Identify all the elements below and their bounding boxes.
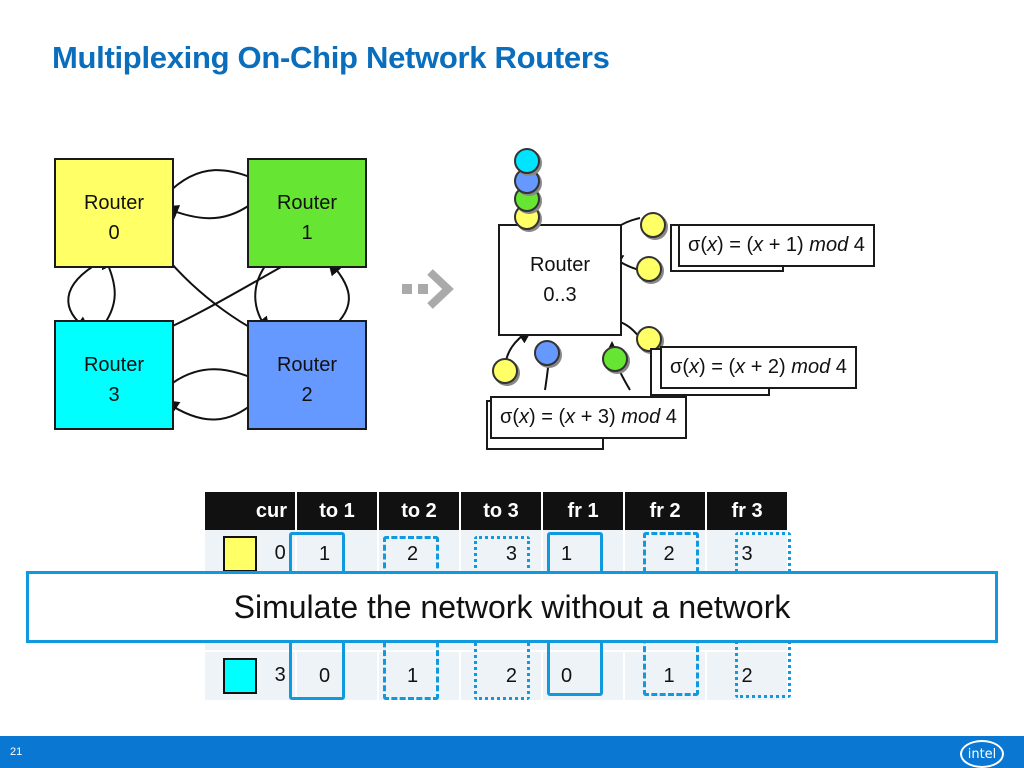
header-cur: cur <box>205 492 297 530</box>
state-ball-green <box>602 346 628 372</box>
perm-2-text: 4 <box>830 356 847 378</box>
multiplexed-router: Router 0..3 <box>498 224 622 336</box>
header-fr-1: fr 1 <box>542 492 625 530</box>
state-ball-yellow <box>640 212 666 238</box>
transform-arrow-icon <box>402 269 454 309</box>
permutation-plus-2: σ(x) = (x + 2) mod 4 <box>660 346 857 389</box>
header-to-1: to 1 <box>296 492 379 530</box>
table-cell: 0 <box>542 651 625 702</box>
perm-1-text: 4 <box>848 234 865 256</box>
perm-2-mod: mod <box>791 356 831 378</box>
state-ball-cyan <box>514 148 540 174</box>
page-number: 21 <box>10 746 23 758</box>
perm-3-var: x <box>565 406 576 428</box>
perm-2-text: σ( <box>670 356 690 378</box>
perm-3-var: x <box>519 406 530 428</box>
perm-3-text: ) = ( <box>529 406 566 428</box>
table-cell: 1 <box>296 530 379 580</box>
router-3-id: 3 <box>108 384 120 406</box>
state-ball-yellow <box>636 256 662 282</box>
header-to-2: to 2 <box>378 492 461 530</box>
perm-1-mod: mod <box>809 234 849 256</box>
permutation-plus-3: σ(x) = (x + 3) mod 4 <box>490 396 687 439</box>
perm-1-var: x <box>753 234 764 256</box>
perm-2-text: + 2) <box>745 356 792 378</box>
row-cur-value: 3 <box>274 664 286 687</box>
perm-2-var: x <box>689 356 700 378</box>
state-ball-blue <box>534 340 560 366</box>
router-0-id: 0 <box>108 222 120 244</box>
router-3: Router 3 <box>54 320 174 430</box>
router-0-label: Router <box>83 192 145 214</box>
router-swatch <box>223 536 257 572</box>
table-header-row: cur to 1 to 2 to 3 fr 1 fr 2 fr 3 <box>205 492 789 530</box>
router-1-label: Router <box>276 192 338 214</box>
perm-3-text: 4 <box>660 406 677 428</box>
header-fr-3: fr 3 <box>706 492 789 530</box>
mux-router-id: 0..3 <box>543 284 577 306</box>
router-1-id: 1 <box>301 222 313 244</box>
callout-text: Simulate the network without a network <box>233 588 791 625</box>
intel-logo-icon: intel <box>960 740 1004 768</box>
perm-3-text: σ( <box>500 406 520 428</box>
table-cell: 2 <box>706 651 789 702</box>
perm-1-text: σ( <box>688 234 708 256</box>
router-2: Router 2 <box>247 320 367 430</box>
perm-1-text: ) = ( <box>717 234 754 256</box>
state-ball-yellow <box>636 326 662 352</box>
header-fr-2: fr 2 <box>624 492 707 530</box>
table-cell: 0 <box>296 651 379 702</box>
perm-1-var: x <box>707 234 718 256</box>
header-to-3: to 3 <box>460 492 543 530</box>
mux-router-label: Router <box>529 254 591 276</box>
footer-bar: 21 intel <box>0 736 1024 768</box>
slide-title: Multiplexing On-Chip Network Routers <box>52 40 610 75</box>
row-cur-cell: 3 <box>205 651 297 702</box>
callout-banner: Simulate the network without a network <box>26 571 998 643</box>
table-cell: 1 <box>378 651 461 702</box>
router-2-label: Router <box>276 354 338 376</box>
router-1: Router 1 <box>247 158 367 268</box>
perm-1-text: + 1) <box>763 234 810 256</box>
perm-2-var: x <box>735 356 746 378</box>
router-3-label: Router <box>83 354 145 376</box>
perm-3-mod: mod <box>621 406 661 428</box>
permutation-plus-1: σ(x) = (x + 1) mod 4 <box>678 224 875 267</box>
row-cur-value: 0 <box>274 542 286 565</box>
logo-text: intel <box>967 746 997 762</box>
state-ball-yellow <box>492 358 518 384</box>
router-2-id: 2 <box>301 384 313 406</box>
router-swatch <box>223 658 257 694</box>
router-0: Router 0 <box>54 158 174 268</box>
perm-2-text: ) = ( <box>699 356 736 378</box>
perm-3-text: + 3) <box>575 406 622 428</box>
